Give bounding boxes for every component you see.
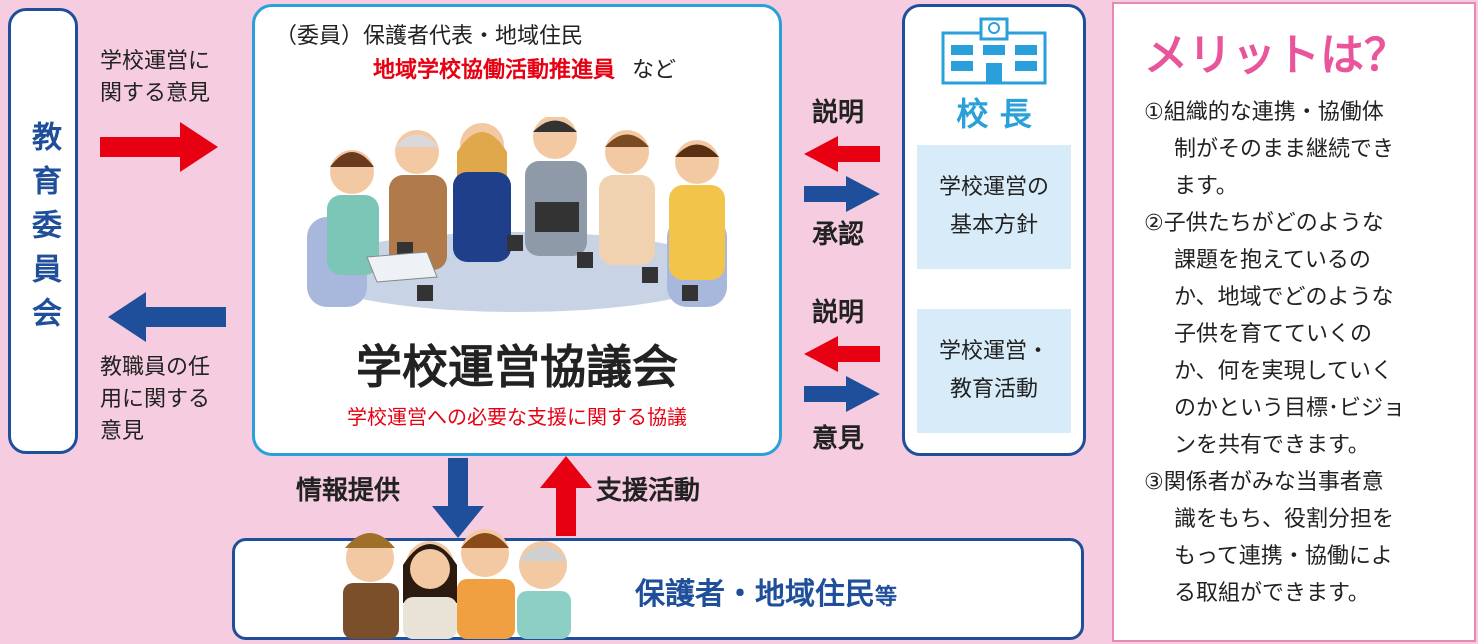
- merit-line: か、何を実現していく: [1174, 359, 1393, 384]
- staff-text-line: 用に関する: [100, 387, 211, 412]
- residents-illustration: [343, 529, 571, 639]
- activity-line: 教育活動: [949, 377, 1038, 402]
- right-arrow-red: [100, 122, 218, 172]
- members-line: （委員）保護者代表・地域住民: [275, 24, 584, 49]
- promoter-label: 地域学校協働活動推進員: [373, 58, 616, 83]
- person-4: [525, 117, 587, 256]
- merit-line: もって連携・協働によ: [1174, 544, 1393, 569]
- school-building-icon: [941, 17, 1047, 85]
- merit-line: のかという目標･ビジョ: [1174, 396, 1406, 421]
- merit-line: か、地域でどのような: [1174, 285, 1394, 310]
- policy-box: 学校運営の 基本方針: [917, 145, 1071, 269]
- person-man: [457, 529, 515, 639]
- merit-line: 識をもち、役割分担を: [1174, 507, 1395, 532]
- exchange-arrows-2: [804, 336, 880, 412]
- principal-box: 校 長 学校運営の 基本方針 学校運営・ 教育活動: [902, 4, 1086, 456]
- board-of-education-box: 教育委員会: [8, 8, 78, 454]
- opinion-label: 意見: [812, 424, 865, 454]
- principal-title: 校 長: [956, 95, 1032, 133]
- person-6: [669, 140, 725, 280]
- staff-text-line: 意見: [100, 419, 145, 444]
- opinion-text-line: 関する意見: [100, 81, 211, 106]
- exchange-arrows-1: [804, 136, 880, 212]
- merit-panel: メリットは？ ①組織的な連携・協働体 制がそのまま継続でき ます。 ②子供たちが…: [1112, 2, 1476, 642]
- person-5: [599, 130, 655, 265]
- merit-line: 課題を抱えているの: [1174, 248, 1371, 273]
- merit-line: 制がそのまま継続でき: [1174, 137, 1395, 162]
- left-arrow-blue: [108, 292, 226, 342]
- merit-line: る取組ができます。: [1174, 581, 1370, 606]
- merit-list: ①組織的な連携・協働体 制がそのまま継続でき ます。 ②子供たちがどのような 課…: [1144, 94, 1464, 612]
- opinion-text-line: 学校運営に: [100, 49, 211, 74]
- board-label: 教育委員会: [26, 121, 61, 341]
- activity-line: 学校運営・: [938, 339, 1049, 364]
- merit-line: ます。: [1174, 174, 1238, 199]
- person-elder-man: [343, 533, 399, 639]
- council-title: 学校運営協議会: [356, 340, 678, 394]
- person-elder-woman: [517, 541, 571, 639]
- person-1: [327, 150, 379, 275]
- council-box: （委員）保護者代表・地域住民 地域学校協働活動推進員 など: [252, 4, 782, 456]
- council-subtitle: 学校運営への必要な支援に関する協議: [347, 405, 687, 429]
- merit-line: ②子供たちがどのような: [1144, 211, 1384, 236]
- activity-box: 学校運営・ 教育活動: [917, 309, 1071, 433]
- support-label: 支援活動: [596, 476, 701, 506]
- person-woman: [403, 541, 457, 639]
- merit-line: ンを共有できます。: [1174, 433, 1370, 458]
- staff-text-line: 教職員の任: [100, 355, 211, 380]
- community-label-suffix: 等: [875, 585, 898, 610]
- up-arrow-red: [540, 456, 592, 536]
- staff-opinion-text: 教職員の任 用に関する 意見: [100, 352, 250, 448]
- approve-label: 承認: [812, 220, 865, 250]
- community-box: 保護者・地域住民等: [232, 529, 1084, 640]
- policy-line: 学校運営の: [938, 175, 1049, 200]
- etc-label: など: [632, 58, 677, 83]
- merit-line: ①組織的な連携・協働体: [1144, 100, 1384, 125]
- explain-label-1: 説明: [812, 98, 865, 128]
- merit-title: メリットは？: [1144, 30, 1408, 81]
- explain-label-2: 説明: [812, 298, 865, 328]
- community-label: 保護者・地域住民等: [635, 569, 897, 613]
- merit-line: 子供を育てていくの: [1174, 322, 1373, 347]
- person-3: [453, 123, 511, 262]
- opinion-text: 学校運営に 関する意見: [100, 46, 250, 110]
- info-label: 情報提供: [296, 476, 401, 506]
- meeting-illustration: [307, 117, 727, 312]
- promoter-line: 地域学校協働活動推進員 など: [373, 55, 676, 87]
- community-label-text: 保護者・地域住民: [635, 577, 875, 612]
- down-arrow-blue: [432, 458, 484, 538]
- policy-line: 基本方針: [949, 213, 1038, 238]
- merit-line: ③関係者がみな当事者意: [1144, 470, 1384, 495]
